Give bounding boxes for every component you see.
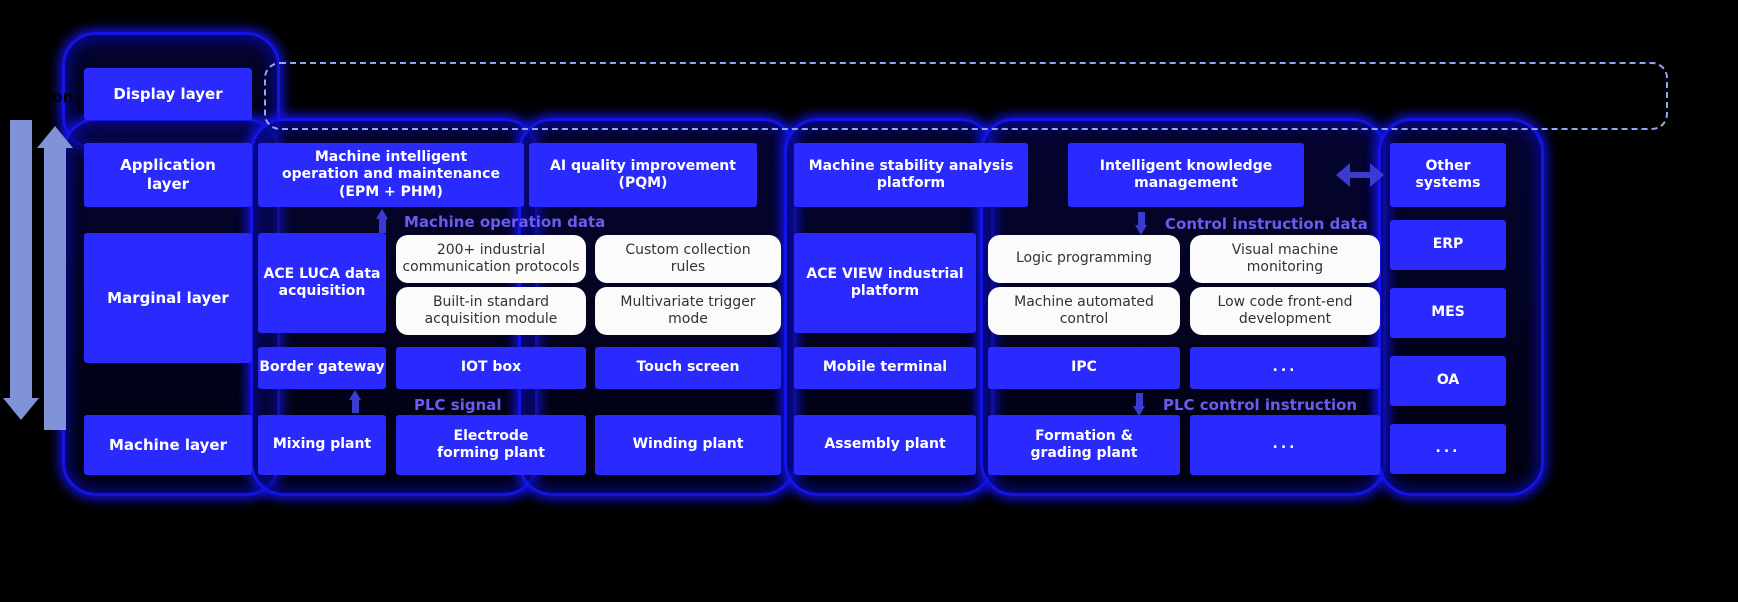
flow-label-control-instruction-data: Control instruction data — [1165, 215, 1368, 233]
device-card-ipc[interactable]: IPC — [988, 347, 1180, 389]
marginal-card-logic-programming[interactable]: Logic programming — [988, 235, 1180, 283]
right-card-erp[interactable]: ERP — [1390, 220, 1506, 270]
layer-box-marginal[interactable]: Marginal layer — [84, 233, 252, 363]
marginal-card-low-code-frontend[interactable]: Low code front-end development — [1190, 287, 1380, 335]
platform-card-ace-luca[interactable]: ACE LUCA data acquisition — [258, 233, 386, 333]
device-card-mobile-terminal[interactable]: Mobile terminal — [794, 347, 976, 389]
marginal-card-custom-collection-rules[interactable]: Custom collection rules — [595, 235, 781, 283]
app-card-knowledge[interactable]: Intelligent knowledge management — [1068, 143, 1304, 207]
marginal-card-visual-machine-monitoring[interactable]: Visual machine monitoring — [1190, 235, 1380, 283]
flow-label-plc-control-instruction: PLC control instruction — [1163, 396, 1358, 414]
device-card-touch-screen[interactable]: Touch screen — [595, 347, 781, 389]
app-card-stability[interactable]: Machine stability analysis platform — [794, 143, 1028, 207]
machine-card-assembly-plant[interactable]: Assembly plant — [794, 415, 976, 475]
layer-box-application[interactable]: Application layer — [84, 143, 252, 207]
machine-card-formation-grading[interactable]: Formation & grading plant — [988, 415, 1180, 475]
marginal-card-multivariate-trigger[interactable]: Multivariate trigger mode — [595, 287, 781, 335]
app-card-ai-quality[interactable]: AI quality improvement (PQM) — [529, 143, 757, 207]
layer-box-display[interactable]: Display layer — [84, 68, 252, 120]
machine-card-more[interactable]: ... — [1190, 415, 1380, 475]
flow-label-plc-signal: PLC signal — [414, 396, 502, 414]
machine-card-mixing-plant[interactable]: Mixing plant — [258, 415, 386, 475]
right-card-mes[interactable]: MES — [1390, 288, 1506, 338]
app-card-other-systems[interactable]: Other systems — [1390, 143, 1506, 207]
marginal-card-builtin-acquisition[interactable]: Built-in standard acquisition module — [396, 287, 586, 335]
layer-box-machine[interactable]: Machine layer — [84, 415, 252, 475]
right-card-more[interactable]: ... — [1390, 424, 1506, 474]
app-card-epm-phm[interactable]: Machine intelligent operation and mainte… — [258, 143, 524, 207]
platform-card-ace-view[interactable]: ACE VIEW industrial platform — [794, 233, 976, 333]
machine-card-winding-plant[interactable]: Winding plant — [595, 415, 781, 475]
marginal-card-machine-automated-control[interactable]: Machine automated control — [988, 287, 1180, 335]
display-layer-dashed-container — [264, 62, 1668, 130]
machine-card-electrode-forming[interactable]: Electrode forming plant — [396, 415, 586, 475]
cut-off-side-label: tion — [40, 88, 74, 106]
device-card-more[interactable]: ... — [1190, 347, 1380, 389]
marginal-card-protocols[interactable]: 200+ industrial communication protocols — [396, 235, 586, 283]
flow-label-machine-operation-data: Machine operation data — [404, 213, 606, 231]
device-card-iot-box[interactable]: IOT box — [396, 347, 586, 389]
right-card-oa[interactable]: OA — [1390, 356, 1506, 406]
device-card-border-gateway[interactable]: Border gateway — [258, 347, 386, 389]
